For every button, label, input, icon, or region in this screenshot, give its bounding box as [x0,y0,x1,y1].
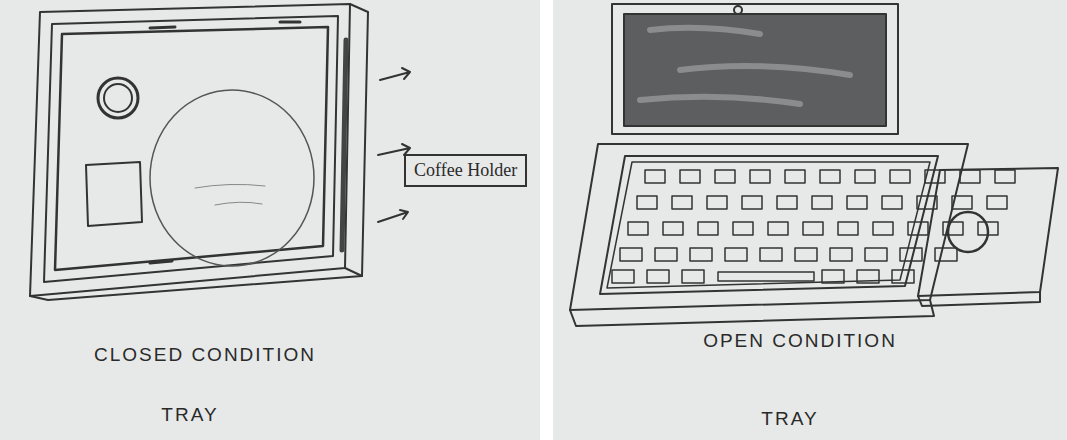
key [882,196,902,209]
key [725,248,747,261]
key [943,222,963,235]
small-ring [98,78,138,118]
small-ring-inner [104,84,132,112]
key [690,248,712,261]
camera [734,6,742,14]
caption-label: TRAY [161,404,218,426]
base-edge [570,300,934,326]
key [865,248,887,261]
key [698,222,718,235]
caption-label: TRAY [761,408,818,430]
marks [150,22,300,263]
key [628,222,648,235]
key [812,196,832,209]
key [645,170,665,183]
key [987,196,1007,209]
keyboard-frame [600,156,938,294]
tray-outer [30,4,350,296]
key [892,270,914,283]
key [838,222,858,235]
closed-tray [30,4,410,300]
key [857,270,879,283]
screen-shading [640,28,850,104]
key [830,248,852,261]
shading [195,184,265,205]
base-outer [570,144,968,310]
large-circle [150,90,314,266]
key [935,248,957,261]
key [785,170,805,183]
keys [612,170,1015,283]
key [742,196,762,209]
key [637,196,657,209]
callout-box: Coffee Holder [404,154,527,187]
key [682,270,704,283]
tray-lid [55,27,328,270]
tray-slot [342,40,346,250]
keyboard-inner [607,162,930,288]
key [680,170,700,183]
key [672,196,692,209]
pointer-arrow [380,68,410,80]
key [890,170,910,183]
key [960,170,980,183]
key [952,196,972,209]
key [663,222,683,235]
key [822,270,844,283]
key [647,270,669,283]
key [855,170,875,183]
key [873,222,893,235]
key [612,270,634,283]
space-bar [718,272,814,281]
caption-label: OPEN CONDITION [703,330,897,352]
drawer [918,168,1058,296]
key [768,222,788,235]
key [760,248,782,261]
key [707,196,727,209]
key [908,222,928,235]
lid-frame [612,4,898,134]
cup-hole [948,212,988,252]
key [803,222,823,235]
tray-side [345,4,368,276]
key [777,196,797,209]
key [820,170,840,183]
key [847,196,867,209]
pointer-arrow [378,210,408,222]
key [995,170,1015,183]
key [655,248,677,261]
tray-inner [44,16,338,282]
key [733,222,753,235]
callout-text: Coffee Holder [414,160,517,180]
square-recess [86,162,142,226]
key [795,248,817,261]
open-tray [570,4,1058,326]
key [925,170,945,183]
caption-label: CLOSED CONDITION [94,344,316,366]
screen [624,14,886,126]
key [900,248,922,261]
paper-left [0,0,540,440]
key [715,170,735,183]
key [750,170,770,183]
drawer-edge [918,292,1040,306]
key [620,248,642,261]
